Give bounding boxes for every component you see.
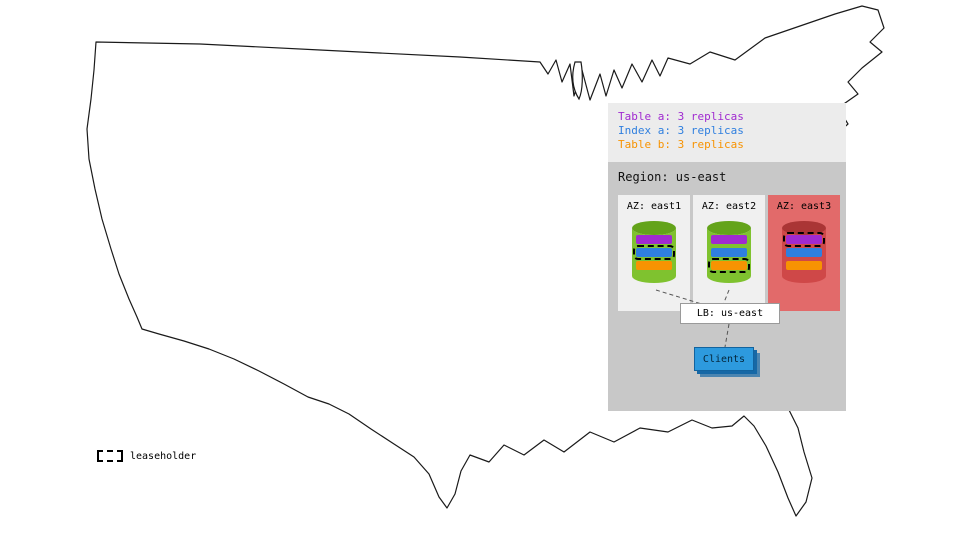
region-label: Region: us-east <box>618 170 727 184</box>
az-east1-label: AZ: east1 <box>626 201 682 212</box>
table-b-replica-leaseholder <box>708 258 750 273</box>
table-a-replica <box>711 235 747 244</box>
replica-bars <box>633 235 675 270</box>
table-b-replica <box>786 261 822 270</box>
table-b-replica <box>636 261 672 270</box>
load-balancer-box: LB: us-east <box>680 303 780 324</box>
replica-bars <box>708 235 750 273</box>
leaseholder-label: leaseholder <box>130 450 197 462</box>
legend: leaseholder <box>97 450 196 462</box>
replica-bars <box>783 232 825 270</box>
az-east2-label: AZ: east2 <box>701 201 757 212</box>
index-a-replica <box>786 248 822 257</box>
az-east1: AZ: east1 <box>618 195 690 311</box>
table-a-replica <box>636 235 672 244</box>
clients-label: Clients <box>694 347 754 371</box>
clients-box: Clients <box>694 347 760 377</box>
az-row: AZ: east1 AZ: east2 AZ: east3 <box>618 195 840 311</box>
summary-table-b: Table b: 3 replicas <box>618 138 744 151</box>
az-east3: AZ: east3 <box>768 195 840 311</box>
table-a-replica-leaseholder <box>783 232 825 247</box>
index-a-replica <box>711 248 747 257</box>
replica-summary-panel: Table a: 3 replicas Index a: 3 replicas … <box>608 103 846 162</box>
index-a-replica-leaseholder <box>633 245 675 260</box>
leaseholder-swatch-icon <box>97 450 123 462</box>
az-east2: AZ: east2 <box>693 195 765 311</box>
az-east3-label: AZ: east3 <box>776 201 832 212</box>
summary-table-a: Table a: 3 replicas <box>618 110 744 123</box>
summary-index-a: Index a: 3 replicas <box>618 124 744 137</box>
